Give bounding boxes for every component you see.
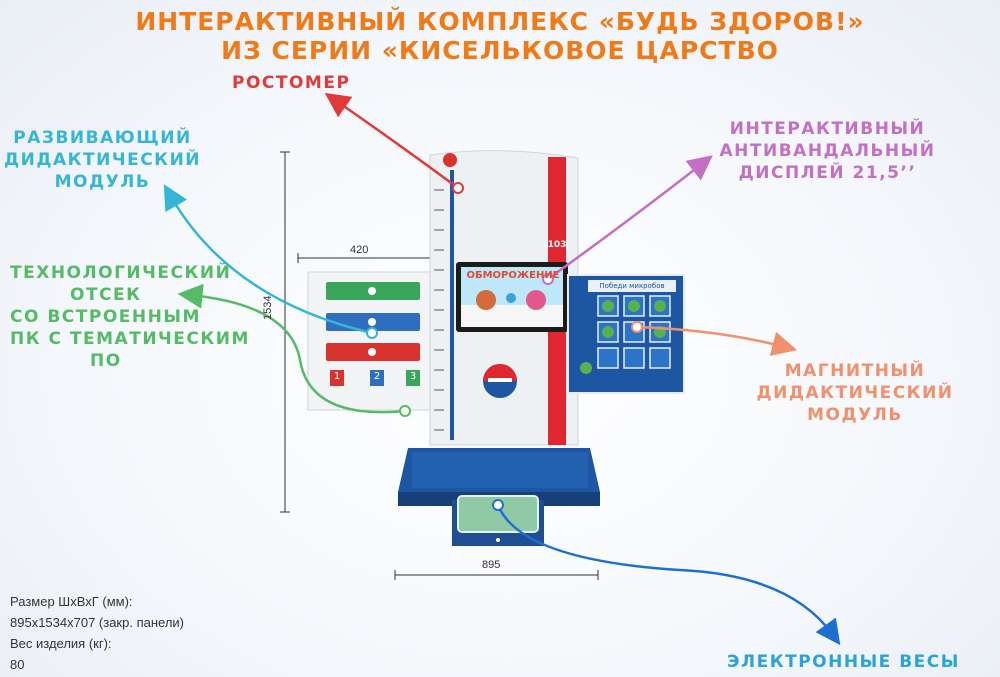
- label-tech-compartment: ТЕХНОЛОГИЧЕСКИЙ ОТСЕК СО ВСТРОЕННЫМ ПК С…: [10, 262, 250, 372]
- dimension-height: 1534: [262, 295, 274, 320]
- label-tech-line: ПК С ТЕМАТИЧЕСКИМ: [10, 329, 250, 349]
- button-label-1: 1: [333, 371, 341, 382]
- label-magnetic-line: ДИДАКТИЧЕСКИЙ: [756, 383, 954, 403]
- label-tech-line: ОТСЕК: [70, 285, 142, 305]
- label-tech-line: ПО: [90, 351, 122, 371]
- label-display-line: АНТИВАНДАЛЬНЫЙ: [719, 141, 936, 161]
- label-tech-line: ТЕХНОЛОГИЧЕСКИЙ: [10, 263, 232, 283]
- spec-line: 895x1534x707 (закр. панели): [10, 615, 184, 630]
- label-didactic-module: РАЗВИВАЮЩИЙ ДИДАКТИЧЕСКИЙ МОДУЛЬ: [0, 127, 205, 193]
- button-label-3: 3: [409, 371, 417, 382]
- label-magnetic-line: МОДУЛЬ: [807, 405, 903, 425]
- label-magnetic-module: МАГНИТНЫЙ ДИДАКТИЧЕСКИЙ МОДУЛЬ: [755, 360, 955, 426]
- label-tech-line: СО ВСТРОЕННЫМ: [10, 307, 201, 327]
- spec-line: Вес изделия (кг):: [10, 636, 112, 651]
- label-didactic-line: МОДУЛЬ: [54, 172, 151, 192]
- dimension-width-top: 420: [350, 244, 369, 256]
- dimension-width-bottom: 895: [482, 559, 501, 571]
- spec-line: Размер ШхВхГ (мм):: [10, 594, 133, 609]
- label-display: ИНТЕРАКТИВНЫЙ АНТИВАНДАЛЬНЫЙ ДИСПЛЕЙ 21,…: [715, 118, 940, 184]
- label-didactic-line: РАЗВИВАЮЩИЙ: [13, 128, 192, 148]
- title-line-1: ИНТЕРАКТИВНЫЙ КОМПЛЕКС «БУДЬ ЗДОРОВ!»: [135, 7, 865, 36]
- label-display-line: ДИСПЛЕЙ 21,5’’: [738, 163, 917, 183]
- magnet-header: Победи микробов: [599, 282, 665, 290]
- label-display-line: ИНТЕРАКТИВНЫЙ: [729, 119, 926, 139]
- title-line-2: ИЗ СЕРИИ «КИСЕЛЬКОВОЕ ЦАРСТВО: [221, 36, 779, 65]
- panel-number: 103: [547, 240, 567, 250]
- spec-line: 80: [10, 657, 25, 672]
- label-didactic-line: ДИДАКТИЧЕСКИЙ: [3, 150, 202, 170]
- button-label-2: 2: [373, 371, 381, 382]
- label-electronic-scales: ЭЛЕКТРОННЫЕ ВЕСЫ: [727, 652, 960, 672]
- screen-text: ОБМОРОЖЕНИЕ: [466, 270, 560, 281]
- label-magnetic-line: МАГНИТНЫЙ: [784, 361, 926, 381]
- specs-block: Размер ШхВхГ (мм): 895x1534x707 (закр. п…: [10, 591, 184, 675]
- label-height-meter: РОСТОМЕР: [232, 73, 351, 93]
